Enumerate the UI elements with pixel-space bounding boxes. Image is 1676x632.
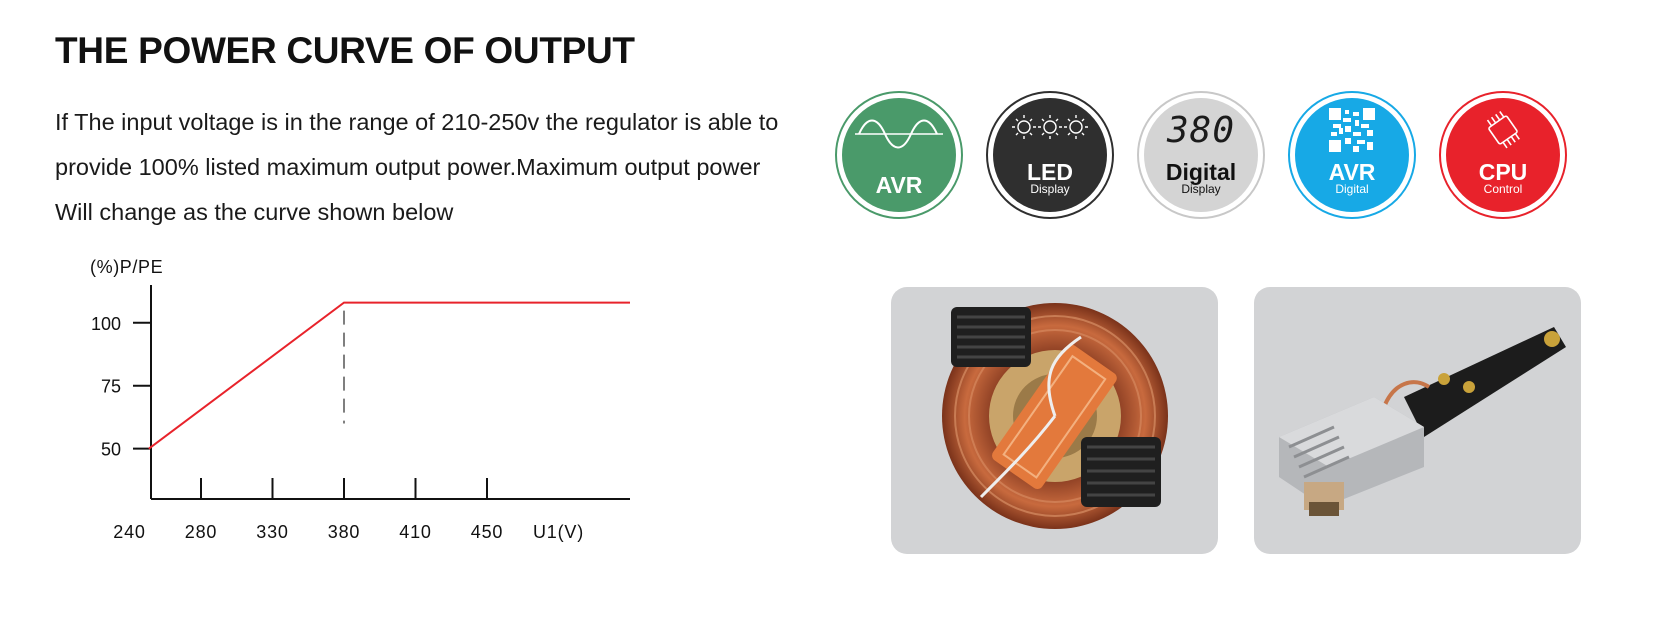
x-tick-label: 410 (399, 522, 431, 542)
description-line-3: Will change as the curve shown below (55, 199, 454, 225)
avr-digital-badge: AVR Digital (1288, 91, 1416, 219)
badge-main-label: AVR (1328, 159, 1376, 185)
cpu-badge-fill: CPU Control (1446, 98, 1560, 212)
avr-badge-fill: AVR (842, 98, 956, 212)
x-tick-label: 450 (471, 522, 503, 542)
page-title: THE POWER CURVE OF OUTPUT (55, 30, 635, 71)
carbon-brush-assembly-photo (1254, 287, 1581, 554)
x-tick-label: 280 (185, 522, 217, 542)
digital-display-badge: 380 Digital Display (1137, 91, 1265, 219)
badge-main-label: Digital (1165, 159, 1237, 185)
x-axis-label: U1(V) (533, 522, 584, 542)
y-tick-label: 100 (91, 314, 121, 334)
badge-sub-label: Display (1030, 182, 1070, 196)
y-tick-label: 75 (101, 377, 121, 397)
y-axis-label: (%)P/PE (90, 257, 163, 277)
led-display-badge: LED Display (986, 91, 1114, 219)
digital-badge-fill: 380 Digital Display (1144, 98, 1258, 212)
x-tick-label: 380 (328, 522, 360, 542)
description-paragraph: If The input voltage is in the range of … (55, 100, 835, 235)
power-curve-chart: 100 75 50 240 280 330 380 410 450 U1(V) (%)P/PE (90, 257, 630, 542)
power-curve-line (148, 301, 630, 450)
x-tick-label: 330 (256, 522, 288, 542)
x-tick-label: 240 (113, 522, 145, 542)
led-lights-icon (993, 112, 1107, 142)
badge-main-label: LED (1027, 159, 1073, 185)
description-line-2: provide 100% listed maximum output power… (55, 154, 761, 180)
badge-main-label: AVR (875, 172, 923, 198)
avr-digital-badge-fill: AVR Digital (1295, 98, 1409, 212)
seven-segment-display-icon: 380 (1144, 110, 1258, 151)
led-badge-fill: LED Display (993, 98, 1107, 212)
badge-sub-label: Display (1181, 182, 1221, 196)
badge-sub-label: Digital (1335, 182, 1369, 196)
badge-main-label: CPU (1478, 159, 1528, 185)
segment-display-readout: 380 (1166, 110, 1236, 151)
sine-wave-icon (842, 112, 956, 152)
description-line-1: If The input voltage is in the range of … (55, 109, 779, 135)
toroidal-transformer-photo (891, 287, 1218, 554)
badge-sub-label: Control (1483, 182, 1523, 196)
qr-code-icon (1295, 108, 1409, 152)
avr-badge: AVR (835, 91, 963, 219)
cpu-control-badge: CPU Control (1439, 91, 1567, 219)
y-tick-label: 50 (101, 440, 121, 460)
cpu-chip-icon (1446, 108, 1560, 152)
